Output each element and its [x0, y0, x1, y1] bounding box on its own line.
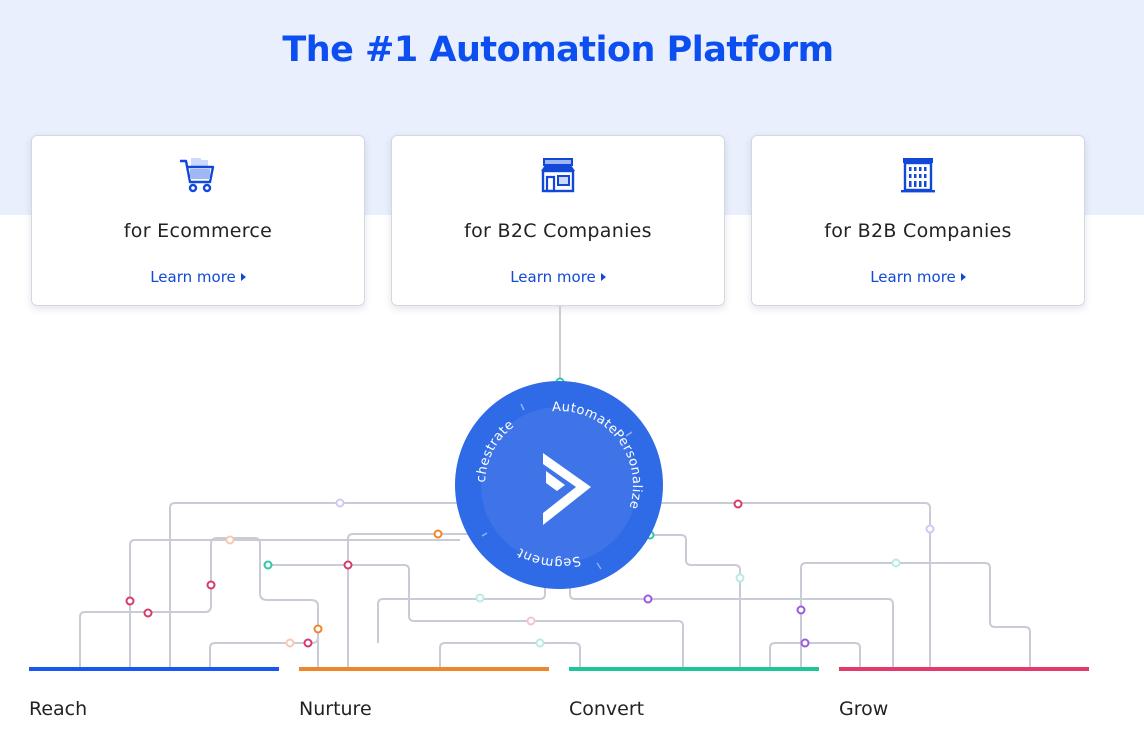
- learn-more-link[interactable]: Learn more: [32, 268, 364, 286]
- stage-bar-grow: [839, 667, 1089, 671]
- card-label: for B2C Companies: [464, 220, 652, 242]
- stage-label-grow: Grow: [839, 698, 889, 720]
- svg-text:Orchestrate: Orchestrate: [0, 0, 517, 483]
- chevron-arrow-logo: [543, 453, 591, 525]
- connector-nodes: [125, 377, 935, 648]
- hub: Automate Personalize Segment Orchestrate: [0, 0, 663, 589]
- hub-word-orchestrate: Orchestrate: [0, 0, 517, 483]
- hub-tick-marks: [481, 403, 633, 570]
- page-title: The #1 Automation Platform: [282, 30, 834, 70]
- office-building-icon: [898, 156, 938, 196]
- stage-label-convert: Convert: [569, 698, 645, 720]
- card-label: for Ecommerce: [123, 220, 273, 242]
- stage-bars: [29, 667, 1089, 671]
- stage-bar-reach: [29, 667, 279, 671]
- card-ecommerce[interactable]: for Ecommerce Learn more: [31, 135, 365, 306]
- learn-more-link[interactable]: Learn more: [392, 268, 724, 286]
- caret-right-icon: [240, 273, 246, 281]
- caret-right-icon: [960, 273, 966, 281]
- card-b2c[interactable]: for B2C Companies Learn more: [391, 135, 725, 306]
- connector-lines: [79, 306, 1031, 668]
- stage-label-reach: Reach: [29, 698, 88, 720]
- stage-bar-nurture: [299, 667, 549, 671]
- card-b2b[interactable]: for B2B Companies Learn more: [751, 135, 1085, 306]
- card-label: for B2B Companies: [824, 220, 1012, 242]
- shopping-cart-icon: [178, 156, 218, 196]
- caret-right-icon: [600, 273, 606, 281]
- storefront-icon: [538, 156, 578, 196]
- learn-more-link[interactable]: Learn more: [752, 268, 1084, 286]
- stage-label-nurture: Nurture: [299, 698, 372, 720]
- stage-bar-convert: [569, 667, 819, 671]
